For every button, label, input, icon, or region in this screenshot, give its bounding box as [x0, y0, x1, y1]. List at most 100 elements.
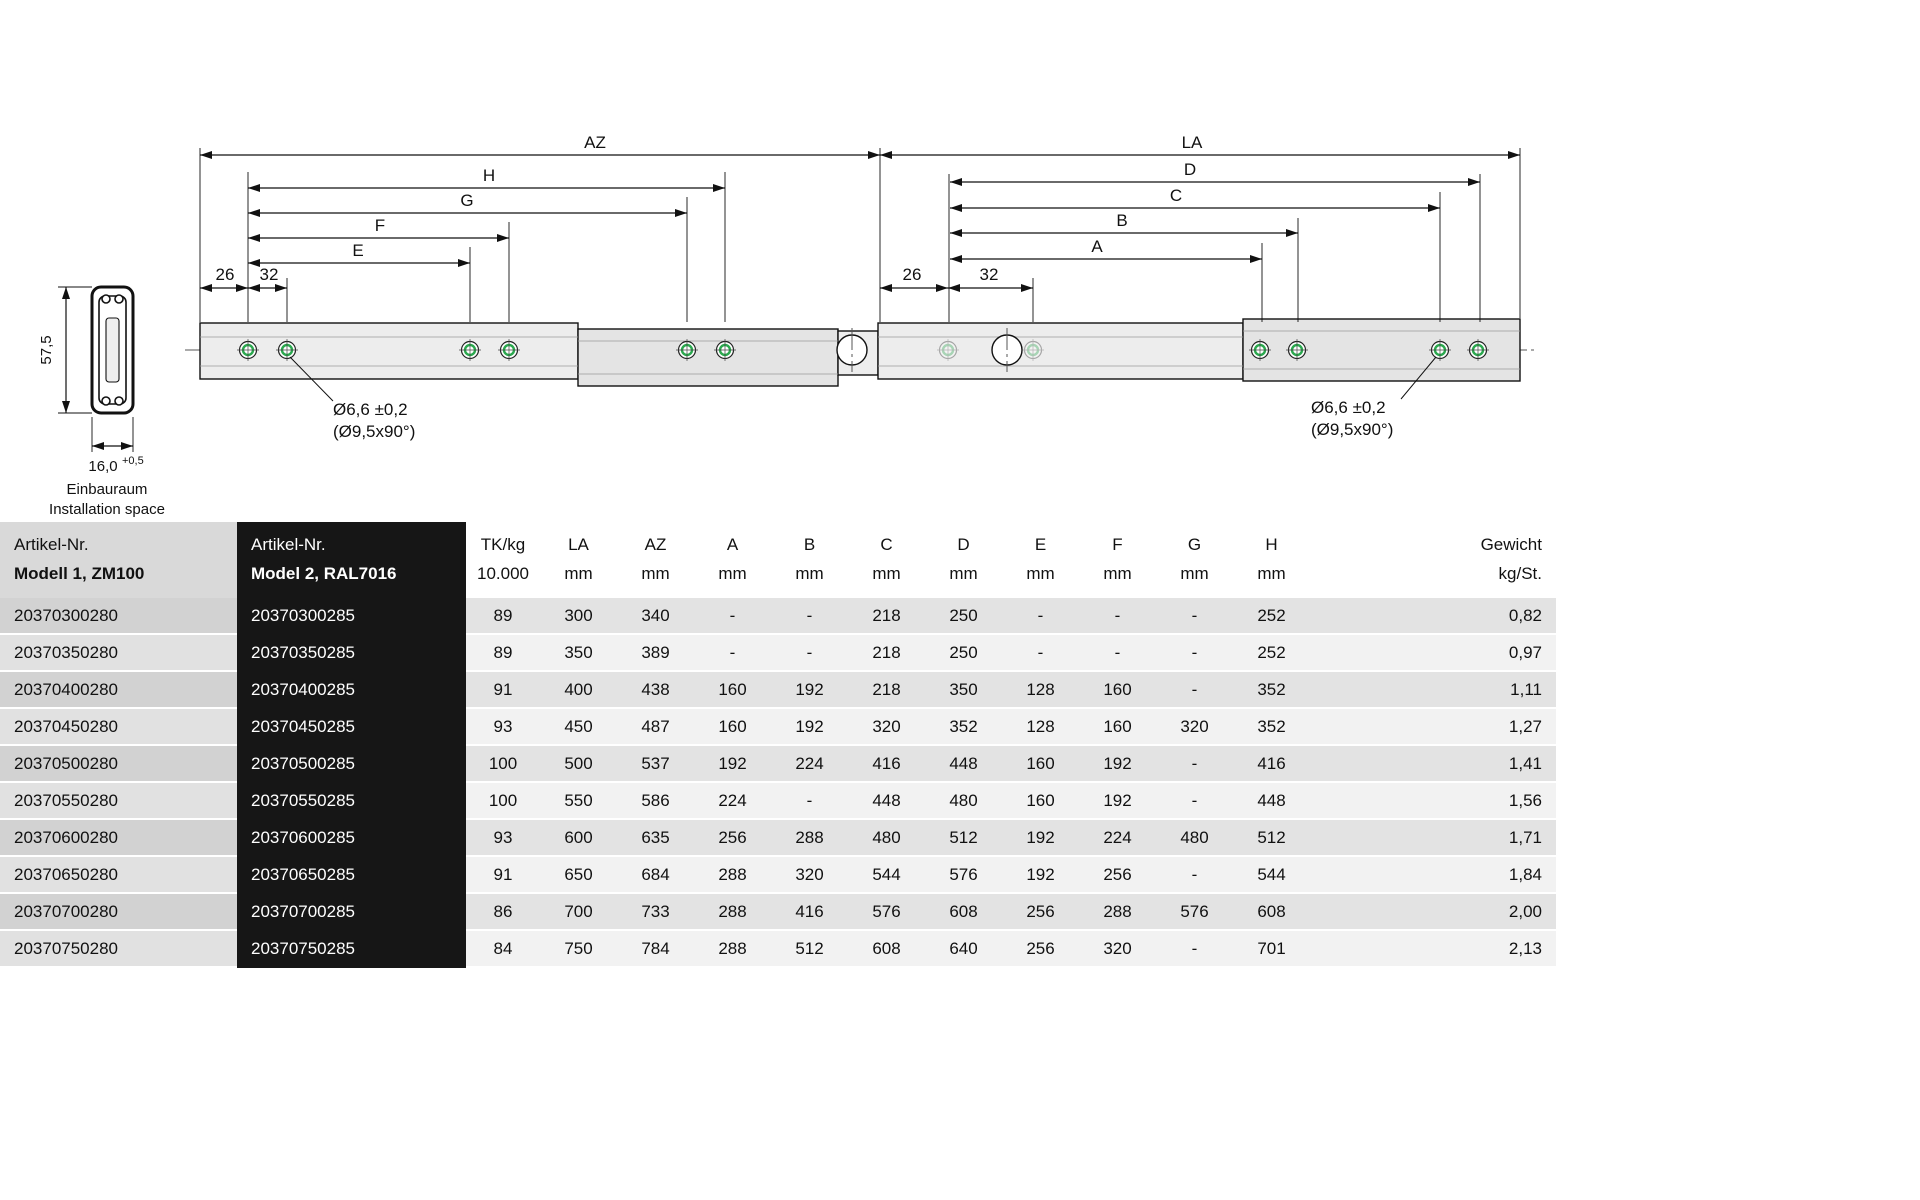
b-cell: 416	[771, 894, 848, 931]
d-cell: 608	[925, 894, 1002, 931]
tk-cell: 100	[466, 783, 540, 820]
az-cell: 389	[617, 635, 694, 672]
h-cell: 448	[1233, 783, 1310, 820]
mounting-hole	[676, 339, 698, 361]
technical-drawing: AZ H G F E 26 32 Ø6,6 ±0,2 (Ø9,5x90°)	[0, 0, 1920, 525]
header-artikel-modell1: Artikel-Nr. Modell 1, ZM100	[0, 522, 237, 598]
a-cell: 256	[694, 820, 771, 857]
artikel-nr-model2-cell: 20370750285	[237, 931, 466, 968]
table-row: 20370550280 20370550285 100 550 586 224 …	[0, 783, 1556, 820]
header-artikel-model2: Artikel-Nr. Model 2, RAL7016	[237, 522, 466, 598]
table-row: 20370750280 20370750285 84 750 784 288 5…	[0, 931, 1556, 968]
dim-label-la: LA	[1182, 133, 1203, 152]
mounting-hole	[1249, 339, 1271, 361]
c-cell: 608	[848, 931, 925, 968]
artikel-nr-modell1-cell: 20370400280	[0, 672, 237, 709]
weight-cell: 2,00	[1310, 894, 1556, 931]
table-body: 20370300280 20370300285 89 300 340 - - 2…	[0, 598, 1556, 968]
hidden-mounting-hole	[937, 339, 959, 361]
g-cell: -	[1156, 746, 1233, 783]
mounting-hole	[1286, 339, 1308, 361]
hole-callout-right-2: (Ø9,5x90°)	[1311, 420, 1393, 439]
artikel-nr-model2-cell: 20370650285	[237, 857, 466, 894]
az-cell: 340	[617, 598, 694, 635]
artikel-nr-modell1-cell: 20370600280	[0, 820, 237, 857]
tk-cell: 100	[466, 746, 540, 783]
c-cell: 448	[848, 783, 925, 820]
az-cell: 733	[617, 894, 694, 931]
large-hole-right	[991, 328, 1023, 372]
a-cell: -	[694, 635, 771, 672]
g-cell: 320	[1156, 709, 1233, 746]
c-cell: 320	[848, 709, 925, 746]
section-width-tolerance: +0,5	[122, 455, 144, 467]
artikel-nr-model2-cell: 20370550285	[237, 783, 466, 820]
dim-label-h: H	[483, 166, 495, 185]
h-cell: 416	[1233, 746, 1310, 783]
f-cell: 192	[1079, 783, 1156, 820]
d-cell: 480	[925, 783, 1002, 820]
artikel-nr-model2-cell: 20370300285	[237, 598, 466, 635]
f-cell: 160	[1079, 672, 1156, 709]
h-cell: 512	[1233, 820, 1310, 857]
la-cell: 450	[540, 709, 617, 746]
dim-label-e: E	[352, 241, 363, 260]
tk-cell: 89	[466, 635, 540, 672]
a-cell: 192	[694, 746, 771, 783]
a-cell: 160	[694, 672, 771, 709]
la-cell: 300	[540, 598, 617, 635]
weight-cell: 1,71	[1310, 820, 1556, 857]
az-cell: 487	[617, 709, 694, 746]
az-cell: 537	[617, 746, 694, 783]
large-hole-left	[836, 328, 868, 372]
e-cell: 256	[1002, 931, 1079, 968]
b-cell: 192	[771, 672, 848, 709]
caption-einbauraum: Einbauraum	[67, 481, 148, 498]
h-cell: 352	[1233, 672, 1310, 709]
f-cell: 320	[1079, 931, 1156, 968]
artikel-nr-modell1-cell: 20370700280	[0, 894, 237, 931]
la-cell: 350	[540, 635, 617, 672]
b-cell: -	[771, 635, 848, 672]
e-cell: -	[1002, 598, 1079, 635]
tk-cell: 93	[466, 820, 540, 857]
dimension-table: Artikel-Nr. Modell 1, ZM100 Artikel-Nr. …	[0, 522, 1556, 968]
table-row: 20370450280 20370450285 93 450 487 160 1…	[0, 709, 1556, 746]
c-cell: 218	[848, 598, 925, 635]
artikel-nr-model2-cell: 20370700285	[237, 894, 466, 931]
weight-cell: 1,41	[1310, 746, 1556, 783]
c-cell: 480	[848, 820, 925, 857]
section-width-label: 16,0	[88, 458, 117, 475]
weight-cell: 2,13	[1310, 931, 1556, 968]
artikel-nr-modell1-cell: 20370500280	[0, 746, 237, 783]
weight-cell: 1,27	[1310, 709, 1556, 746]
tk-cell: 84	[466, 931, 540, 968]
mounting-hole	[1429, 339, 1451, 361]
la-cell: 650	[540, 857, 617, 894]
c-cell: 218	[848, 635, 925, 672]
a-cell: 224	[694, 783, 771, 820]
d-cell: 350	[925, 672, 1002, 709]
e-cell: -	[1002, 635, 1079, 672]
b-cell: 320	[771, 857, 848, 894]
artikel-nr-modell1-cell: 20370650280	[0, 857, 237, 894]
c-cell: 416	[848, 746, 925, 783]
weight-cell: 0,82	[1310, 598, 1556, 635]
e-cell: 128	[1002, 709, 1079, 746]
artikel-nr-model2-cell: 20370500285	[237, 746, 466, 783]
hole-callout-right-1: Ø6,6 ±0,2	[1311, 398, 1386, 417]
dim-label-26-left: 26	[216, 265, 235, 284]
g-cell: -	[1156, 931, 1233, 968]
b-cell: 192	[771, 709, 848, 746]
dim-label-g: G	[460, 191, 473, 210]
dimensions-right: LA D C B A 26 32 Ø6,6 ±0,2 (Ø9,5x90°)	[880, 133, 1521, 439]
table-row: 20370300280 20370300285 89 300 340 - - 2…	[0, 598, 1556, 635]
